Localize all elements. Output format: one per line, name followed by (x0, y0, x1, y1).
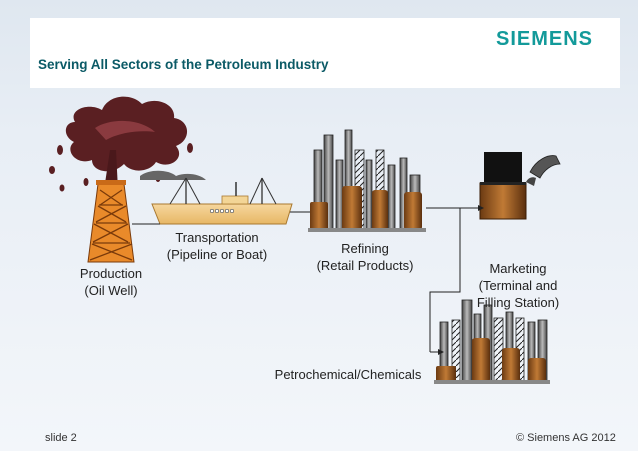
copyright-notice: © Siemens AG 2012 (516, 432, 616, 444)
label-petrochemical: Petrochemical/Chemicals (256, 366, 440, 383)
petrochemical-label-line1: Petrochemical/Chemicals (274, 367, 422, 382)
storage-tank-icon (479, 152, 527, 220)
label-marketing: Marketing (Terminal and Filling Station) (460, 260, 576, 311)
tanker-ship-icon (140, 170, 293, 225)
slide-title: Serving All Sectors of the Petroleum Ind… (38, 57, 329, 72)
refinery-icon (308, 129, 426, 232)
label-refining: Refining (Retail Products) (300, 240, 430, 274)
siemens-logo: SIEMENS (496, 28, 594, 50)
header-band (30, 18, 620, 88)
slide-number: slide 2 (45, 432, 77, 444)
flow-lines (132, 207, 478, 353)
marketing-label-line1: Marketing (489, 261, 547, 276)
marketing-label-line3: Filling Station) (476, 295, 560, 310)
label-production: Production (Oil Well) (66, 265, 156, 299)
transportation-label-line1: Transportation (175, 230, 259, 245)
oil-derrick-icon (87, 180, 135, 263)
fuel-nozzle-icon (526, 155, 561, 186)
production-label-line1: Production (79, 266, 143, 281)
marketing-label-line2: (Terminal and (478, 278, 558, 293)
label-transportation: Transportation (Pipeline or Boat) (152, 229, 282, 263)
chemical-plant-icon (434, 299, 550, 384)
refining-label-line1: Refining (341, 241, 389, 256)
production-label-line2: (Oil Well) (84, 283, 138, 298)
transportation-label-line2: (Pipeline or Boat) (166, 247, 268, 262)
refining-label-line2: (Retail Products) (316, 258, 414, 273)
